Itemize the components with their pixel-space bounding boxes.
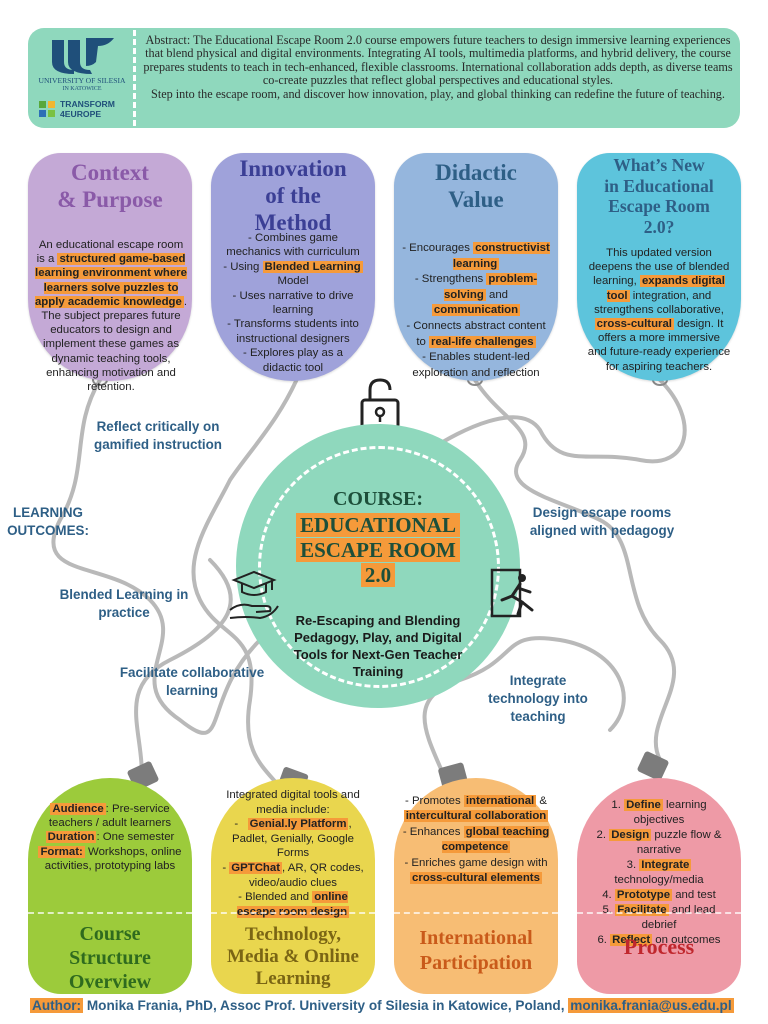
structure-body: Audience: Pre-service teachers / adult l… [38, 803, 182, 872]
whatsnew-title-l3: Escape Room [608, 196, 710, 216]
outcome-facilitate: Facilitate collaborative learning [119, 665, 265, 698]
author-email-link[interactable]: monika.frania@us.edu.pl [568, 998, 734, 1013]
outcome-reflect: Reflect critically on gamified instructi… [94, 419, 222, 452]
header-divider [133, 30, 136, 126]
tag-innovation-method: Innovation of the Method - Combines game… [211, 153, 375, 381]
structure-title-l3: Overview [68, 971, 152, 993]
tag-technology-media: Integrated digital tools and media inclu… [211, 778, 375, 994]
course-name: EDUCATIONAL ESCAPE ROOM 2.0 [290, 513, 466, 588]
escape-runner-icon [490, 568, 534, 618]
header-banner [28, 28, 740, 128]
structure-title-l2: Structure [69, 947, 151, 969]
transform-logo-icon [39, 101, 55, 117]
tag-didactic-value: Didactic Value - Encourages constructivi… [394, 153, 558, 381]
course-name-l3: 2.0 [360, 563, 396, 587]
process-step: 5. Facilitate and lead debrief [602, 904, 716, 931]
didactic-title-l2: Value [448, 187, 504, 212]
international-title-l1: International [419, 927, 533, 949]
transform-logo-line1: TRANSFORM [60, 99, 115, 109]
learning-outcomes-heading: LEARNING OUTCOMES: [7, 505, 89, 538]
university-city: IN KATOWICE [62, 86, 102, 92]
abstract-text: Abstract: The Educational Escape Room 2.… [140, 33, 736, 101]
tag-course-structure: Audience: Pre-service teachers / adult l… [28, 778, 192, 994]
process-step: 6. Reflect on outcomes [597, 934, 721, 946]
outcome-integrate: Integrate technology into teaching [488, 673, 588, 724]
course-circle-dash [258, 446, 500, 688]
didactic-body: - Encourages constructivist learning - S… [402, 242, 550, 379]
innovation-title-l2: of the [265, 183, 321, 208]
whatsnew-title-l2: in Educational [604, 175, 714, 196]
structure-divider [28, 912, 192, 914]
process-step: 4. Prototype and test [602, 889, 716, 901]
author-footer: Author: Monika Frania, PhD, Assoc Prof. … [30, 998, 750, 1013]
outcome-design: Design escape rooms aligned with pedagog… [529, 505, 675, 538]
transform4europe-logo: TRANSFORM 4EUROPE [38, 99, 130, 122]
innovation-body: - Combines game mechanics with curriculu… [223, 232, 363, 374]
tag-whats-new: What’s New in Educational Escape Room 2.… [577, 153, 741, 381]
graduation-cap-hand-icon [229, 570, 279, 620]
tech-title-l3: Learning [255, 968, 331, 989]
tech-title-l1: Technology, [245, 924, 341, 945]
process-step: 1. Define learning objectives [611, 799, 707, 826]
process-step: 3. Integrate technology/media [614, 859, 704, 886]
context-title-l1: Context [71, 160, 149, 185]
international-divider [394, 912, 558, 914]
author-label: Author: [30, 998, 84, 1013]
context-body: An educational escape room is a structur… [34, 239, 188, 394]
abstract-tagline: Step into the escape room, and discover … [151, 86, 725, 101]
course-name-l1: EDUCATIONAL [296, 513, 460, 537]
tech-body: Integrated digital tools and media inclu… [222, 789, 364, 918]
innovation-title-l3: Method [254, 210, 332, 235]
tech-divider [211, 912, 375, 914]
transform-logo-line2: 4EUROPE [60, 108, 102, 119]
outcome-blended: Blended Learning in practice [59, 587, 189, 620]
university-name: UNIVERSITY OF SILESIA [38, 76, 126, 85]
university-logo-icon [52, 38, 114, 74]
course-name-l2: ESCAPE ROOM [296, 538, 460, 562]
innovation-title-l1: Innovation [239, 156, 347, 181]
process-steps: 1. Define learning objectives 2. Design … [585, 798, 733, 948]
course-subtitle: Re-Escaping and Blending Pedagogy, Play,… [293, 613, 463, 679]
didactic-title-l1: Didactic [435, 160, 517, 185]
context-title-l2: & Purpose [57, 187, 163, 212]
course-label: COURSE: [332, 488, 423, 510]
university-logo: UNIVERSITY OF SILESIA IN KATOWICE TRANSF… [34, 32, 130, 124]
whatsnew-title-l4: 2.0? [643, 216, 675, 237]
process-divider [577, 912, 741, 914]
tag-process: 1. Define learning objectives 2. Design … [577, 778, 741, 994]
author-text: Monika Frania, PhD, Assoc Prof. Universi… [83, 998, 569, 1013]
whatsnew-title-l1: What’s New [613, 155, 705, 175]
process-title: Process [623, 934, 695, 959]
structure-title-l1: Course [79, 923, 141, 945]
process-step: 2. Design puzzle flow & narrative [596, 829, 722, 856]
tag-context-purpose: Context & Purpose An educational escape … [28, 153, 192, 393]
padlock-icon [360, 378, 400, 430]
international-title-l2: Participation [419, 952, 533, 974]
abstract-body: Abstract: The Educational Escape Room 2.… [143, 33, 733, 88]
tech-title-l2: Media & Online [227, 946, 359, 967]
whatsnew-body: This updated version deepens the use of … [587, 247, 731, 373]
tag-international: - Promotes international & intercultural… [394, 778, 558, 994]
international-body: - Promotes international & intercultural… [402, 795, 550, 885]
